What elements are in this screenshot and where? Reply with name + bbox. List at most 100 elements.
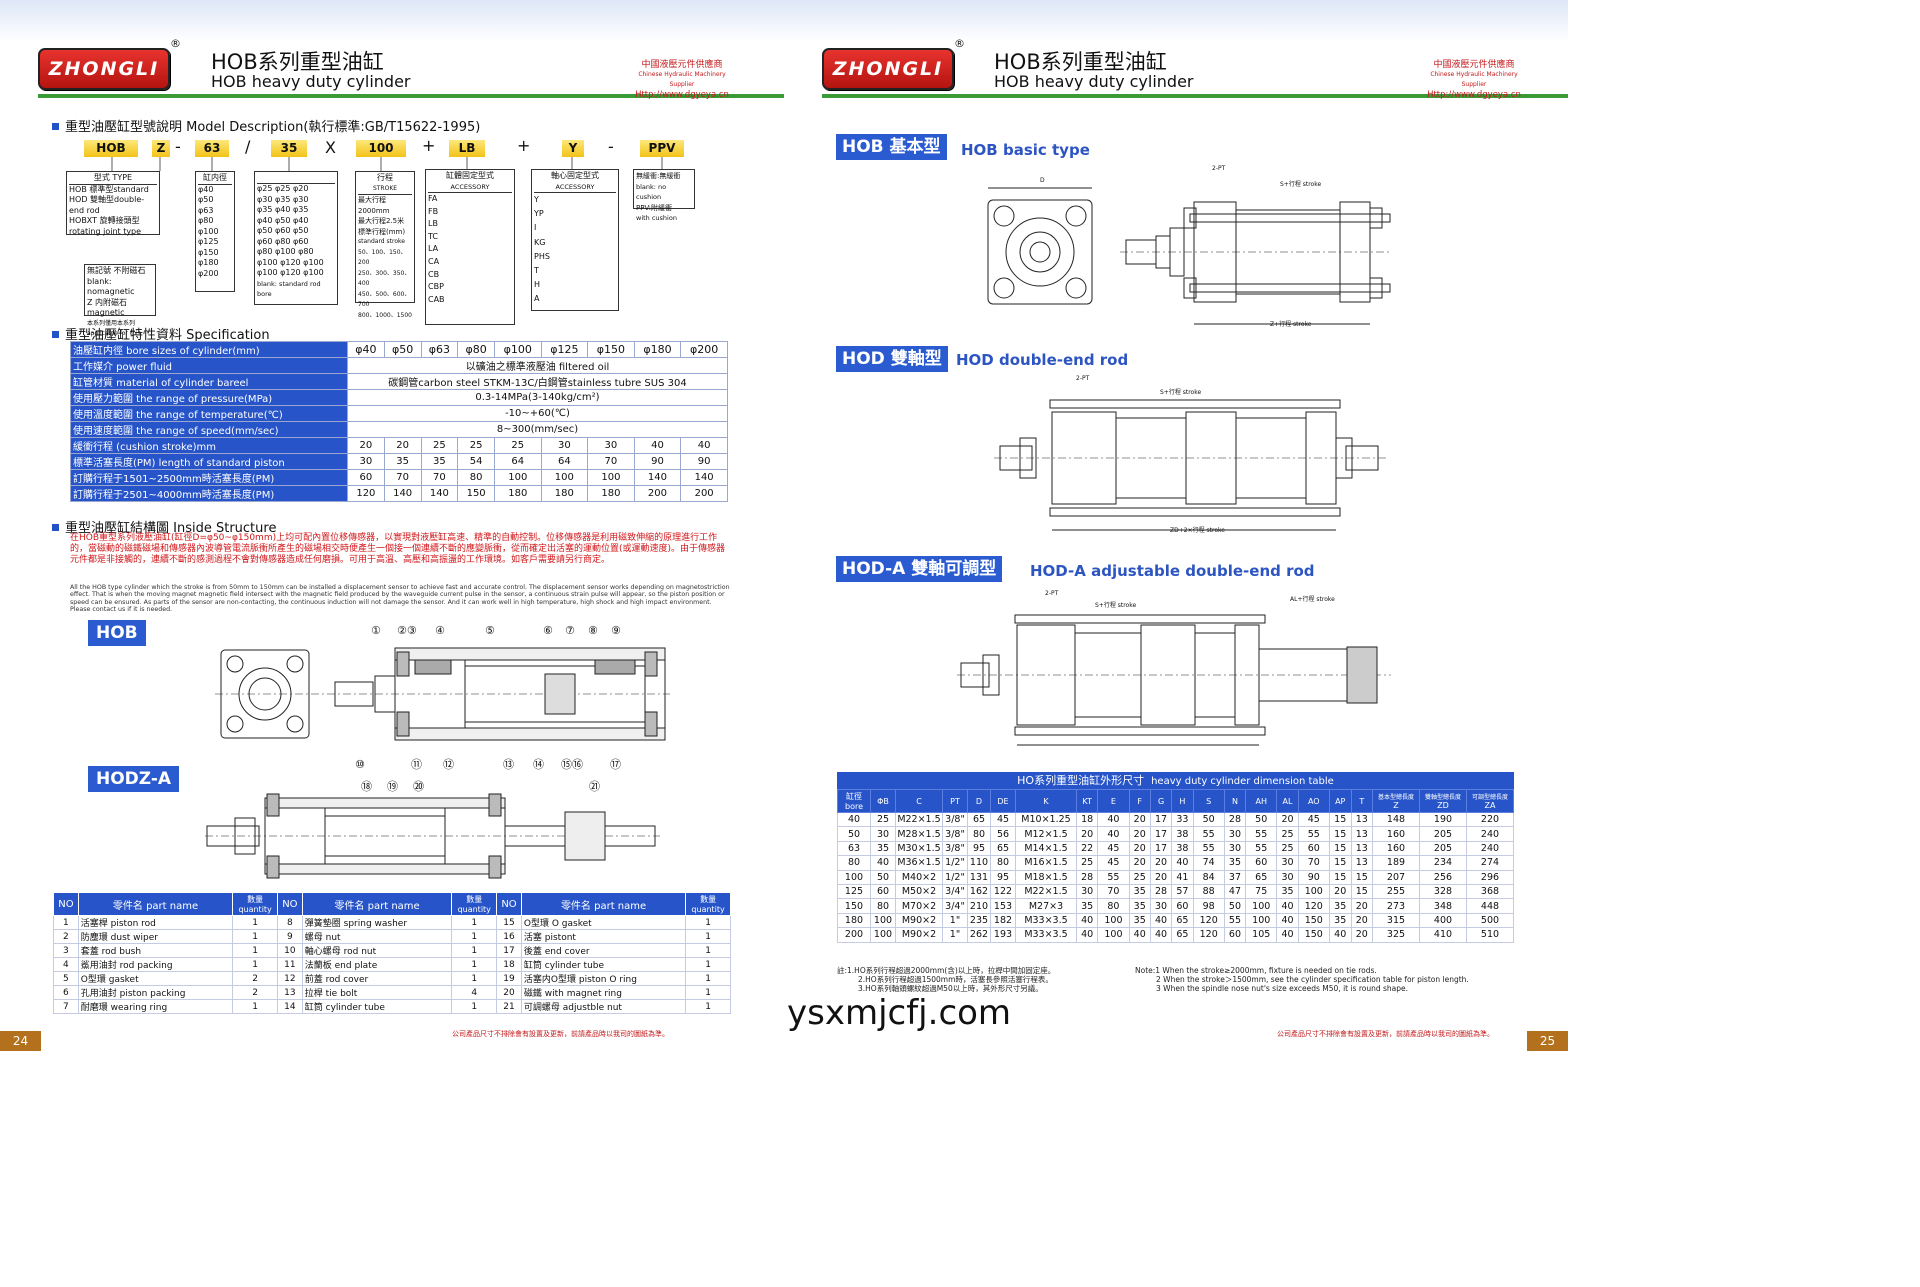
- table-cell: M36×1.5: [895, 855, 943, 871]
- table-cell: 162: [967, 883, 991, 900]
- code-op: -: [608, 137, 614, 156]
- table-cell: 325: [1372, 927, 1420, 943]
- table-cell: 70: [1297, 855, 1330, 871]
- table-cell: 25: [1276, 826, 1299, 842]
- table-cell: 210: [967, 898, 991, 914]
- svg-text:⑰: ⑰: [610, 758, 621, 771]
- table-cell: 20: [1149, 855, 1173, 871]
- code-z: Z: [152, 140, 170, 157]
- table-cell: 1/2": [942, 855, 968, 871]
- table-cell: 150: [1297, 927, 1330, 943]
- table-cell: 25: [1075, 855, 1099, 871]
- hod-a-badge: HOD-A 雙軸可調型: [836, 556, 1003, 582]
- table-cell: 13: [1350, 826, 1374, 842]
- table-cell: 40: [870, 855, 896, 871]
- code-op: +: [422, 136, 436, 155]
- table-cell: 50: [1223, 898, 1247, 914]
- table-cell: 205: [1419, 840, 1467, 857]
- table-cell: 182: [990, 912, 1016, 929]
- table-cell: M10×1.25: [1015, 811, 1077, 828]
- table-cell: 65: [1171, 912, 1194, 929]
- table-cell: 40: [1128, 927, 1151, 943]
- table-cell: 100: [837, 869, 871, 885]
- table-cell: 100: [1245, 898, 1278, 914]
- table-cell: 60: [1297, 840, 1330, 857]
- hodz-diagram-label: HODZ-A: [88, 766, 180, 792]
- table-cell: 40: [1149, 927, 1173, 943]
- header-divider: [38, 94, 784, 98]
- table-cell: 510: [1466, 927, 1514, 943]
- table-cell: 20: [1328, 883, 1352, 900]
- table-cell: 28: [1149, 883, 1173, 900]
- footer-note-right: 公司產品尺寸不排除會有設置及更新，前請產品時以我司的圖紙為準。: [1277, 1030, 1494, 1038]
- table-cell: 30: [1276, 855, 1299, 871]
- table-cell: 274: [1466, 855, 1514, 871]
- table-cell: 234: [1419, 855, 1467, 871]
- table-cell: 1": [942, 912, 968, 929]
- table-cell: 15: [1328, 855, 1352, 871]
- table-cell: 65: [1171, 927, 1194, 943]
- table-cell: 235: [967, 912, 991, 929]
- table-cell: M16×1.5: [1015, 855, 1077, 871]
- svg-text:⑭: ⑭: [533, 758, 544, 771]
- table-cell: 41: [1171, 869, 1194, 885]
- table-cell: M12×1.5: [1015, 826, 1077, 842]
- inside-description-en: All the HOB type cylinder which the stro…: [70, 584, 730, 614]
- table-cell: 3/8": [942, 811, 968, 828]
- table-cell: 38: [1171, 840, 1194, 857]
- table-cell: 47: [1223, 883, 1247, 900]
- table-cell: 410: [1419, 927, 1467, 943]
- spec-row: 使用速度範圍 the range of speed(mm/sec)8~300(m…: [70, 421, 728, 438]
- table-cell: 40: [1328, 927, 1352, 943]
- dim-table-title: HO系列重型油缸外形尺寸 heavy duty cylinder dimensi…: [837, 772, 1514, 789]
- table-cell: 150: [1297, 912, 1330, 929]
- table-cell: 328: [1419, 883, 1467, 900]
- table-cell: 125: [837, 883, 871, 900]
- table-cell: 448: [1466, 898, 1514, 914]
- hob-diagram-label: HOB: [88, 620, 146, 646]
- page-title-en-right: HOB heavy duty cylinder: [994, 72, 1194, 91]
- registered-mark-right: ®: [954, 37, 965, 50]
- table-cell: 131: [967, 869, 991, 885]
- table-cell: 80: [967, 826, 991, 842]
- table-cell: 13: [1350, 811, 1374, 828]
- table-cell: 55: [1192, 840, 1225, 857]
- hob-basic-badge: HOB 基本型: [836, 134, 947, 160]
- table-cell: 60: [870, 883, 896, 900]
- svg-text:2-PT: 2-PT: [1045, 590, 1059, 597]
- table-cell: 50: [1192, 811, 1225, 828]
- svg-text:⑲: ⑲: [387, 780, 398, 793]
- table-cell: M90×2: [895, 927, 943, 943]
- table-cell: 20: [1350, 898, 1374, 914]
- table-cell: 80: [837, 855, 871, 871]
- inside-description-cn: 在HOB重型系列液壓油缸(缸徑D=φ50~φ150mm)上均可配內置位移傳感器，…: [70, 533, 726, 565]
- table-cell: 100: [870, 912, 896, 929]
- table-cell: 255: [1372, 883, 1420, 900]
- table-cell: M40×2: [895, 869, 943, 885]
- table-cell: 18: [1075, 811, 1099, 828]
- svg-text:D: D: [1040, 177, 1045, 184]
- svg-text:ZD+2×行程 stroke: ZD+2×行程 stroke: [1170, 526, 1225, 534]
- table-cell: 40: [1097, 811, 1130, 828]
- inside-section-title: 重型油壓缸結構圖 Inside Structure: [52, 517, 276, 536]
- hod-badge: HOD 雙軸型: [836, 346, 948, 372]
- table-cell: 20: [1075, 826, 1099, 842]
- svg-text:⑩: ⑩: [355, 758, 365, 771]
- code-op: X: [325, 138, 336, 157]
- table-cell: 35: [1328, 912, 1352, 929]
- svg-text:⑦: ⑦: [565, 624, 575, 637]
